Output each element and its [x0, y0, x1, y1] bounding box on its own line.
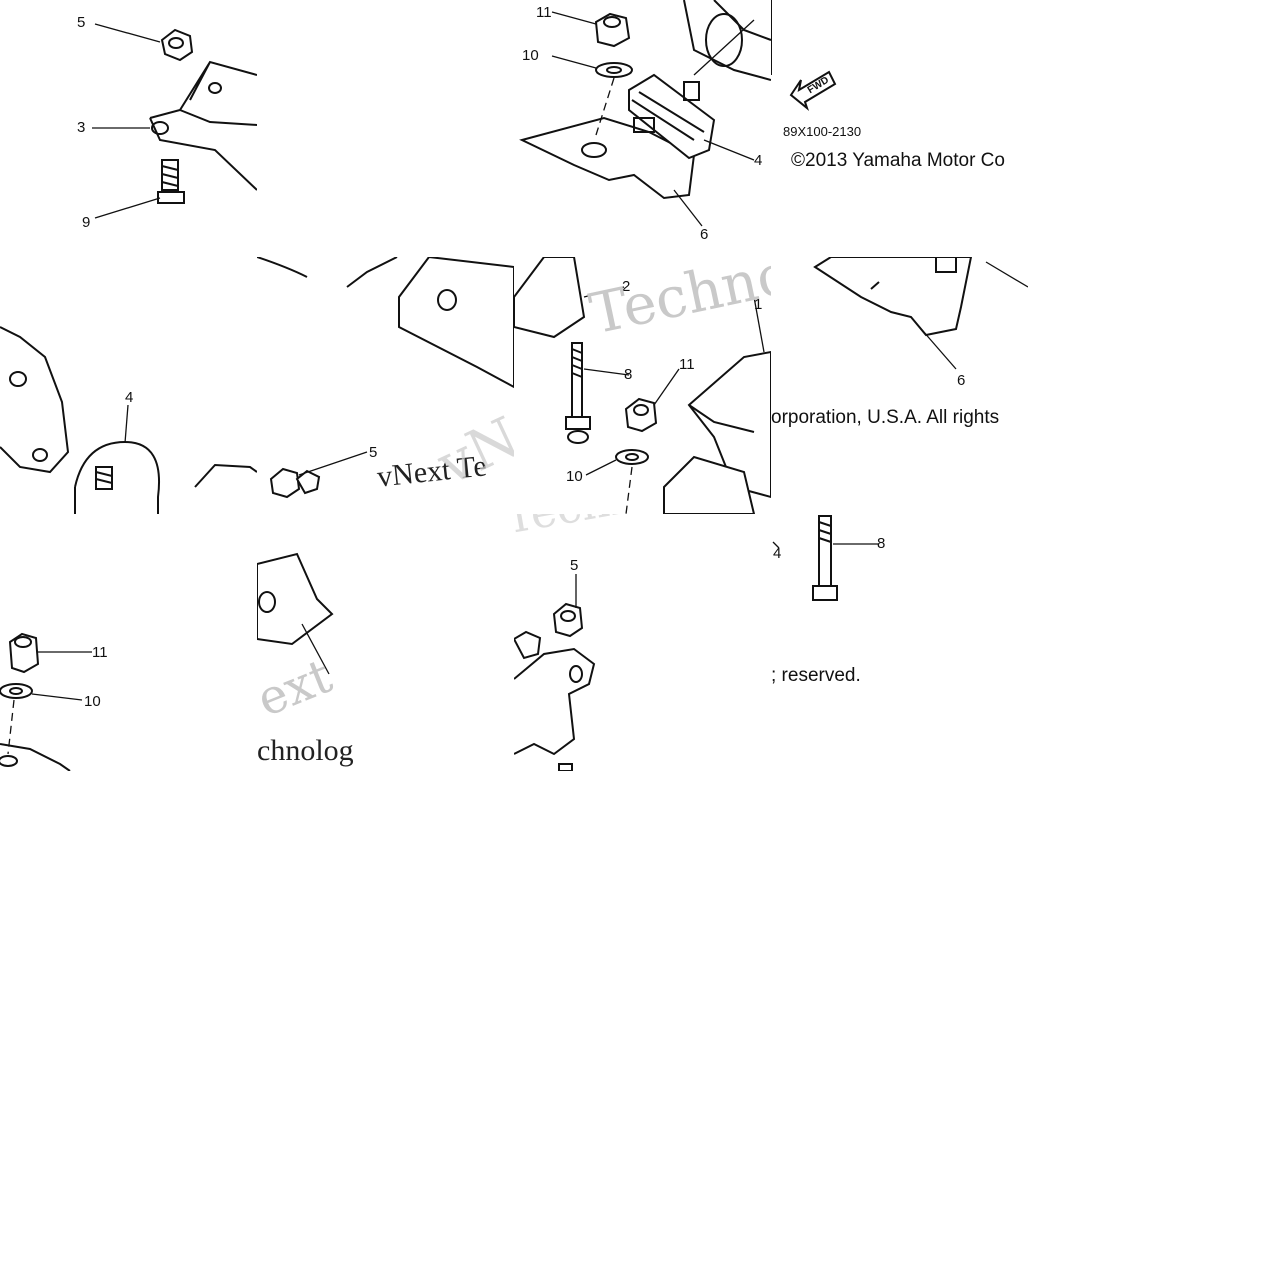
hardware-drawing	[514, 257, 771, 514]
callout-label: 10	[84, 693, 101, 710]
callout-label: 2	[622, 278, 631, 295]
mount-4	[628, 73, 716, 160]
mount-stud	[633, 81, 700, 133]
bolt-8	[812, 515, 838, 601]
tile-middle-center: 5 vNext Te vNe	[257, 257, 514, 514]
bolt-8-drawing	[772, 515, 879, 601]
bracket-2	[514, 257, 586, 339]
tile-right-middle: 6 orporation, U.S.A. All rights	[771, 257, 1028, 514]
copyright-line-1: ©2013 Yamaha Motor Co	[791, 150, 1005, 171]
nut-upper	[514, 630, 542, 660]
washer-10	[615, 449, 649, 465]
callout-label: 6	[700, 226, 709, 243]
bracket-6-drawing	[813, 257, 1028, 370]
diagram-code: 89X100-2130	[783, 124, 862, 139]
tile-bottom-right: 4 8 ; reserved.	[771, 514, 1028, 771]
bracket-7-drawing	[257, 552, 334, 675]
copyright-line-3: ; reserved.	[771, 665, 861, 686]
fwd-arrow-drawing	[771, 0, 837, 111]
callout-label: 3	[77, 119, 86, 136]
callout-label: 8	[877, 535, 886, 552]
tile-top-center: 11 10 4 6	[514, 0, 771, 257]
callout-label: 10	[522, 47, 539, 64]
callout-label: 4	[754, 152, 763, 169]
bracket-6	[813, 257, 973, 337]
callout-label: 11	[536, 4, 552, 21]
bracket-1	[687, 350, 771, 499]
watermark-text: chnolog	[257, 734, 354, 767]
tile-bottom-right-center: 5 Techno	[514, 514, 771, 771]
tile-middle-right: 2 8 11 10 1 Techno	[514, 257, 771, 514]
callout-label: 5	[570, 557, 579, 574]
bracket-3	[149, 60, 257, 191]
tile-top-left: 5 3 9	[0, 0, 257, 257]
tile-bottom-center: chnolog ext	[257, 514, 377, 771]
copyright-line-2: orporation, U.S.A. All rights	[771, 407, 1000, 428]
bracket-5-drawing	[514, 574, 596, 771]
bolt-9	[157, 159, 185, 204]
mount-4-drawing	[0, 326, 257, 514]
mount-4	[663, 455, 756, 514]
mount-stud	[95, 466, 113, 490]
engine-bracket	[683, 0, 771, 81]
callout-label: 10	[566, 468, 583, 485]
nut-washer-drawing	[0, 632, 92, 771]
bracket-drawing	[92, 23, 257, 219]
fwd-arrow-icon	[789, 70, 837, 111]
callout-label: 9	[82, 214, 91, 231]
nut-5	[160, 28, 194, 62]
bracket-hole-upper	[208, 82, 222, 94]
mount-drawing	[519, 0, 771, 227]
callout-label: 8	[624, 366, 633, 383]
bracket-5	[514, 647, 596, 756]
callout-label: 4	[773, 545, 782, 562]
tile-middle-left: 4	[0, 257, 257, 514]
bracket-6	[519, 116, 696, 200]
callout-label: 6	[957, 372, 966, 389]
bracket-plate	[398, 257, 514, 389]
nut-5	[269, 467, 301, 499]
rubber-mount-4	[74, 440, 160, 514]
callout-label: 4	[125, 389, 134, 406]
nut-11	[8, 632, 40, 674]
bracket-7	[257, 552, 334, 646]
washer-10	[595, 62, 633, 78]
callout-label: 5	[369, 444, 378, 461]
callout-label: 11	[92, 644, 108, 661]
engine-mount-bracket	[0, 326, 70, 474]
bracket-2-drawing	[257, 257, 514, 499]
tile-top-right: FWD 89X100-2130 ©2013 Yamaha Motor Co	[771, 0, 1028, 257]
bolt-8	[565, 342, 591, 430]
tile-bottom-left: 11 10	[0, 514, 257, 771]
callout-label: 1	[754, 296, 763, 313]
bracket-hole	[151, 121, 169, 135]
nut-11	[594, 12, 631, 48]
callout-label: 5	[77, 14, 86, 31]
callout-label: 11	[679, 356, 695, 373]
mount-stud	[935, 257, 957, 273]
washer-10	[0, 683, 33, 699]
